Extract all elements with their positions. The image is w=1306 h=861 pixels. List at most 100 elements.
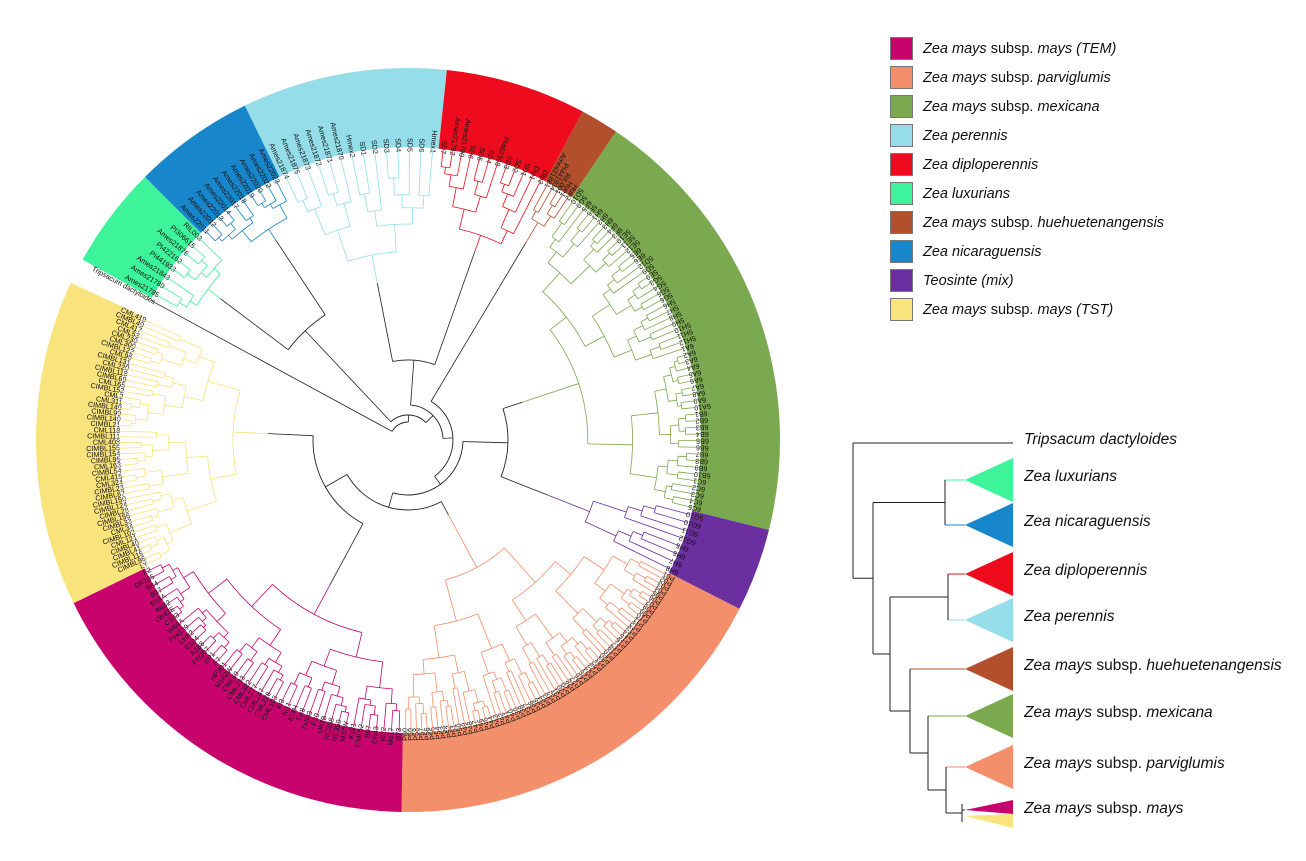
tree-branch — [397, 148, 400, 178]
tree-branch — [137, 329, 171, 344]
leaf-label: SD5 — [475, 146, 487, 162]
tree-arc — [680, 402, 683, 409]
tree-arc — [431, 690, 443, 693]
tree-branch — [119, 483, 149, 489]
tree-branch — [131, 524, 156, 534]
tree-branch — [485, 162, 499, 199]
tree-branch — [576, 211, 591, 229]
tree-branch — [499, 165, 508, 183]
tree-branch — [144, 469, 162, 473]
tree-branch — [162, 563, 170, 569]
tree-branch — [646, 304, 667, 316]
tree-branch — [269, 629, 281, 646]
tree-branch — [131, 345, 157, 355]
tree-branch — [116, 458, 138, 461]
tree-branch — [622, 259, 638, 272]
tree-branch — [503, 691, 513, 713]
tree-branch — [587, 443, 633, 446]
tree-arc — [290, 682, 298, 686]
tree-branch — [376, 282, 394, 362]
tree-branch — [340, 697, 344, 706]
tree-branch — [137, 544, 150, 550]
leaf-label: CIMBL95 — [90, 455, 121, 466]
tree-branch — [682, 393, 697, 397]
tree-branch — [410, 360, 415, 406]
tree-branch — [166, 540, 174, 545]
tree-branch — [428, 149, 434, 197]
tree-branch — [546, 665, 562, 690]
tree-branch — [200, 635, 211, 646]
tree-branch — [329, 523, 364, 586]
tree-branch — [559, 199, 575, 222]
tree-branch — [632, 579, 657, 595]
clade-row: Zea mays subsp. mexicana — [1024, 704, 1213, 721]
tree-branch — [632, 531, 643, 536]
tree-arc — [148, 483, 151, 489]
tree-arc — [158, 552, 162, 558]
tree-arc — [297, 197, 308, 203]
tree-branch — [133, 340, 158, 350]
tree-branch — [294, 685, 306, 710]
leaf-label: 6B10 — [693, 470, 711, 481]
tree-arc — [607, 284, 614, 294]
tree-arc — [629, 588, 635, 596]
tree-branch — [362, 151, 370, 194]
tree-branch — [621, 607, 638, 621]
tree-arc — [318, 688, 326, 692]
tree-branch — [308, 688, 319, 715]
tree-branch — [657, 465, 668, 468]
tree-branch — [445, 706, 450, 730]
tree-branch — [373, 705, 376, 715]
legend-swatch — [890, 95, 913, 118]
tree-branch — [412, 674, 415, 698]
tree-branch — [295, 170, 308, 199]
clade-triangle — [965, 694, 1013, 738]
tree-branch — [666, 485, 672, 488]
tree-branch — [422, 195, 425, 209]
tree-branch — [127, 356, 151, 364]
tree-arc — [671, 496, 675, 503]
tree-branch — [686, 453, 700, 455]
tree-branch — [607, 279, 615, 286]
leaf-label: Ky21 — [346, 722, 358, 740]
legend-swatch — [890, 298, 913, 321]
leaf-label: P44 — [485, 715, 497, 730]
tree-arc — [215, 234, 223, 242]
tree-branch — [444, 167, 446, 174]
clade-triangle — [965, 458, 1013, 502]
tree-branch — [658, 334, 681, 345]
tree-branch — [487, 706, 492, 720]
tree-branch — [137, 460, 146, 462]
tree-branch — [572, 618, 585, 632]
tree-branch — [641, 281, 654, 290]
tree-branch — [525, 222, 539, 243]
tree-arc — [423, 654, 455, 660]
tree-branch — [189, 300, 197, 306]
leaf-label: LY — [138, 559, 150, 571]
tree-branch — [154, 293, 178, 307]
tree-branch — [611, 243, 625, 256]
legend-swatch — [890, 211, 913, 234]
tree-branch — [554, 561, 572, 575]
tree-branch — [462, 441, 508, 444]
legend-item: Zea perennis — [890, 121, 1164, 150]
clade-sector-parviglumis — [401, 573, 740, 812]
leaf-label: SD3 — [502, 154, 515, 170]
legend-swatch — [890, 240, 913, 263]
tree-branch — [228, 653, 243, 672]
tree-branch — [171, 497, 184, 501]
leaf-label: Mo17 — [386, 727, 396, 745]
tree-branch — [268, 433, 314, 437]
tree-branch — [211, 223, 223, 235]
tree-branch — [498, 691, 508, 715]
tree-branch — [663, 497, 674, 501]
tree-arc — [245, 643, 258, 652]
tree-arc — [472, 709, 478, 712]
tree-arc — [546, 662, 551, 666]
tree-branch — [654, 512, 689, 524]
tree-branch — [678, 417, 686, 420]
legend-label: Zea diploperennis — [923, 156, 1039, 173]
tree-branch — [321, 681, 326, 691]
tree-branch — [675, 392, 683, 395]
leaf-label: 6A1 — [680, 342, 695, 355]
